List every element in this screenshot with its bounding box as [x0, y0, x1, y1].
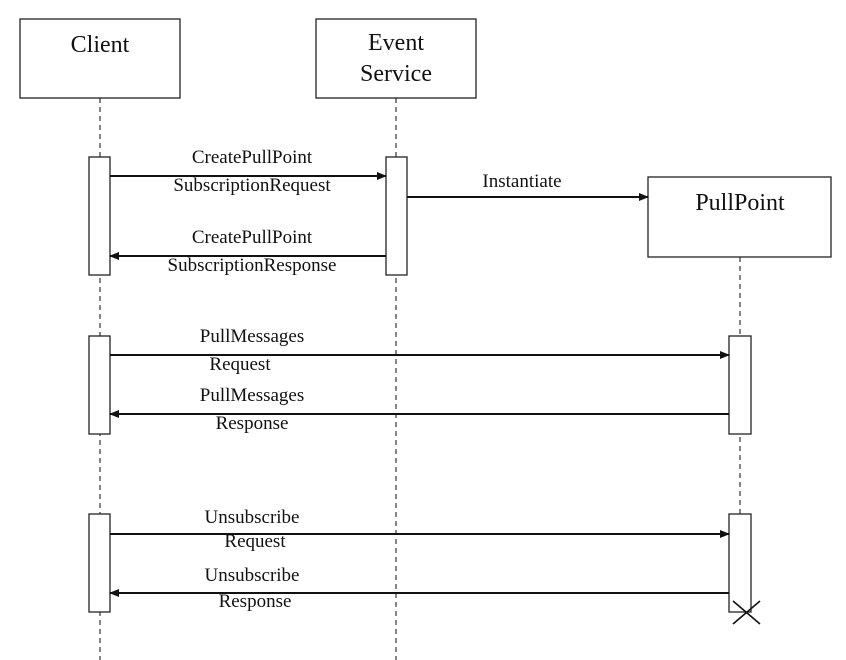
participant-client: Client [19, 18, 181, 99]
unsubscribe-request-label-2: Request [224, 531, 286, 552]
pullpoint-activation-1 [728, 335, 752, 435]
participant-pullpoint: PullPoint [647, 176, 832, 258]
client-activation-1 [88, 156, 111, 276]
create-response-label-2: SubscriptionResponse [168, 255, 337, 276]
event-service-label-line1: Event [368, 30, 424, 56]
unsubscribe-request-label-1: Unsubscribe [205, 507, 300, 528]
create-request-label-2: SubscriptionRequest [173, 175, 331, 196]
pull-response-label-2: Response [216, 413, 289, 434]
pullpoint-box [647, 176, 832, 258]
message-unsubscribe-request: Unsubscribe Request [110, 507, 730, 552]
client-box [19, 18, 181, 99]
unsubscribe-response-label-2: Response [219, 591, 292, 612]
pull-request-label-1: PullMessages [200, 326, 305, 347]
client-activation-3 [88, 513, 111, 613]
client-activation-2 [88, 335, 111, 435]
message-pull-response: PullMessages Response [109, 385, 729, 434]
pull-response-label-1: PullMessages [200, 385, 305, 406]
message-instantiate: Instantiate [407, 171, 649, 201]
message-pull-request: PullMessages Request [110, 326, 730, 375]
instantiate-label: Instantiate [482, 171, 561, 192]
create-response-label-1: CreatePullPoint [192, 227, 313, 248]
event-service-activation [385, 156, 408, 276]
pullpoint-label: PullPoint [695, 190, 785, 216]
message-create-request: CreatePullPoint SubscriptionRequest [110, 147, 387, 196]
message-create-response: CreatePullPoint SubscriptionResponse [109, 227, 386, 276]
participant-event-service: Event Service [315, 18, 477, 99]
create-request-label-1: CreatePullPoint [192, 147, 313, 168]
pull-request-label-2: Request [209, 354, 271, 375]
pullpoint-activation-2 [728, 513, 752, 613]
unsubscribe-response-label-1: Unsubscribe [205, 565, 300, 586]
message-unsubscribe-response: Unsubscribe Response [109, 565, 729, 612]
client-label: Client [71, 32, 130, 58]
event-service-box [315, 18, 477, 99]
event-service-label-line2: Service [360, 61, 432, 87]
destroy-x-icon [732, 600, 761, 625]
